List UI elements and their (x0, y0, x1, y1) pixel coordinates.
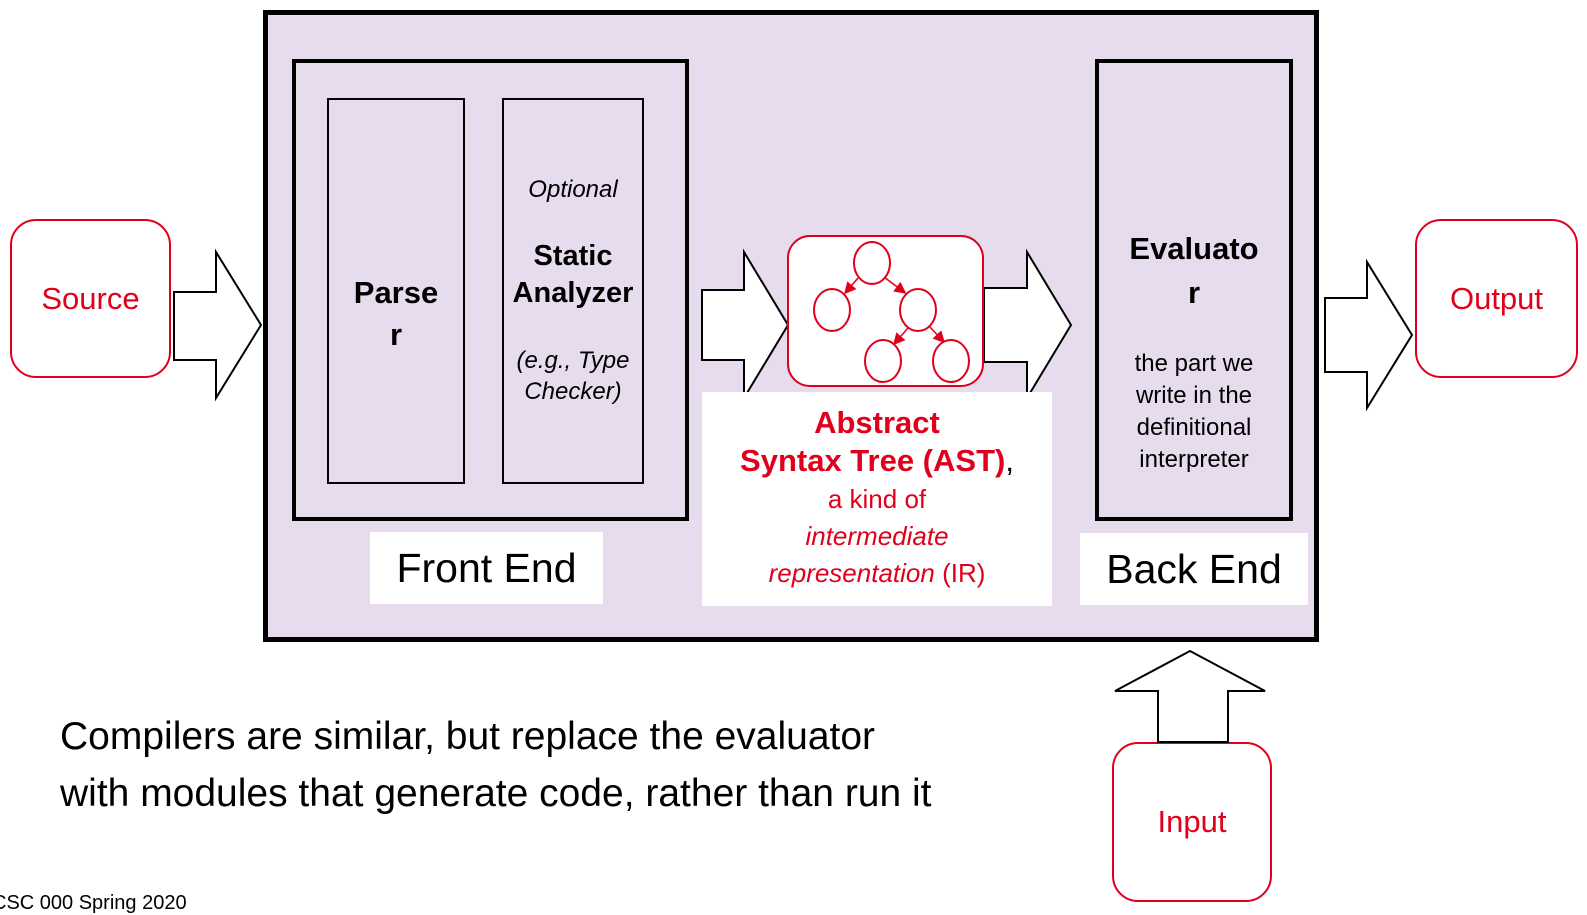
static-example-line2: Checker) (524, 378, 622, 405)
ast-intermediate: intermediate (805, 521, 949, 551)
ast-node-right-left (864, 339, 902, 383)
front-end-box (292, 59, 689, 521)
input-label: Input (1157, 804, 1227, 839)
parser-label-line1: Parse (353, 275, 439, 310)
ast-node-right-right (932, 339, 970, 383)
evaluator-desc-line1: the part we (1134, 350, 1254, 377)
parser-box: Parse r (327, 98, 465, 484)
ast-representation: representation (768, 558, 935, 588)
static-label-line1: Static (533, 240, 613, 272)
ast-ir: (IR) (934, 558, 986, 588)
source-label: Source (41, 280, 140, 316)
ast-node-left (813, 288, 851, 332)
input-box: Input (1112, 742, 1272, 902)
ast-title-line2: Syntax Tree (AST) (740, 443, 1006, 478)
ast-title-line1: Abstract (814, 405, 940, 440)
parser-label-line2: r (389, 317, 403, 352)
output-box: Output (1415, 219, 1578, 378)
static-label-line2: Analyzer (512, 277, 634, 309)
ast-node-root (853, 241, 891, 285)
evaluator-label-line1: Evaluato (1129, 231, 1259, 266)
arrow-to-output (1324, 258, 1414, 412)
static-analyzer-box: Optional Static Analyzer (e.g., Type Che… (502, 98, 644, 484)
ast-node-right (899, 288, 937, 332)
back-end-label: Back End (1080, 533, 1308, 605)
arrow-input-to-backend (1114, 649, 1266, 743)
evaluator-box: Evaluato r the part we write in the defi… (1095, 59, 1293, 521)
static-example-line1: (e.g., Type (516, 347, 630, 374)
source-box: Source (10, 219, 171, 378)
evaluator-desc-line2: write in the (1135, 382, 1253, 409)
output-label: Output (1449, 280, 1544, 316)
caption-line1: Compilers are similar, but replace the e… (60, 715, 876, 758)
front-end-label: Front End (370, 532, 603, 604)
ast-box (787, 235, 984, 387)
arrow-frontend-to-ast (701, 248, 790, 402)
arrow-source-to-frontend (173, 248, 263, 402)
caption: Compilers are similar, but replace the e… (60, 708, 1060, 822)
ast-title-comma: , (1005, 443, 1014, 478)
ast-description: Abstract Syntax Tree (AST), a kind of in… (702, 392, 1052, 606)
static-optional-label: Optional (528, 176, 618, 203)
ast-kind-of: a kind of (827, 484, 927, 514)
evaluator-desc-line4: interpreter (1139, 446, 1249, 473)
caption-line2: with modules that generate code, rather … (60, 772, 932, 815)
arrow-ast-to-evaluator (983, 248, 1073, 402)
evaluator-desc-line3: definitional (1136, 414, 1252, 441)
footer-course-label: CSC 000 Spring 2020 (0, 892, 187, 914)
evaluator-label-line2: r (1187, 275, 1201, 310)
